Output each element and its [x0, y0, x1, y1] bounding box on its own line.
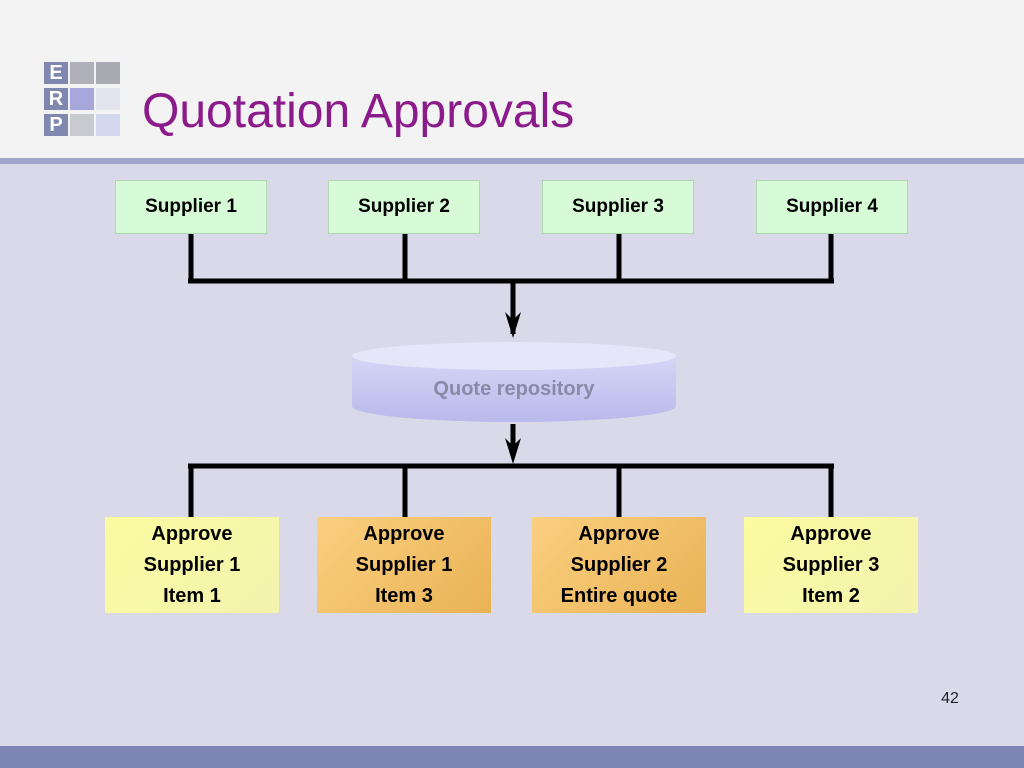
supplier-3-box: Supplier 3 — [542, 180, 694, 234]
quote-repository-label: Quote repository — [433, 378, 595, 400]
header-divider — [0, 158, 1024, 164]
logo-letter-p: P — [44, 114, 68, 136]
logo-tile — [96, 114, 120, 136]
supplier-4-box: Supplier 4 — [756, 180, 908, 234]
logo-letter-r: R — [44, 88, 68, 110]
slide-title: Quotation Approvals — [142, 85, 575, 138]
supplier-2-box: Supplier 2 — [328, 180, 480, 234]
logo-tile — [70, 88, 94, 110]
page-number: 42 — [941, 690, 959, 707]
logo-tile — [70, 114, 94, 136]
logo-tile — [96, 62, 120, 84]
supplier-1-box: Supplier 1 — [115, 180, 267, 234]
approval-supplier3-item2: Approve Supplier 3 Item 2 — [744, 517, 918, 613]
logo-tile — [70, 62, 94, 84]
diagram-area — [0, 164, 1024, 746]
quote-repository-cylinder — [352, 342, 676, 422]
approval-supplier1-item1: Approve Supplier 1 Item 1 — [105, 517, 279, 613]
logo-letter-e: E — [44, 62, 68, 84]
approval-supplier1-item3: Approve Supplier 1 Item 3 — [317, 517, 491, 613]
approval-supplier2-entire-quote: Approve Supplier 2 Entire quote — [532, 517, 706, 613]
slide-header — [0, 0, 1024, 160]
erp-logo: E R P — [44, 62, 124, 138]
footer-band — [0, 746, 1024, 768]
logo-tile — [96, 88, 120, 110]
